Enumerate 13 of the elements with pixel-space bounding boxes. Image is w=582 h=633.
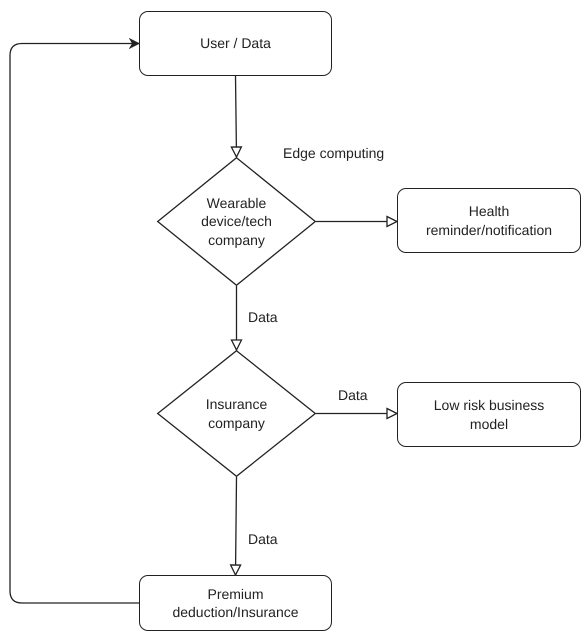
arrow: [316, 408, 398, 420]
node-text: Insurance company: [204, 395, 268, 432]
arrow: [9, 38, 140, 604]
process-box: Low risk business model: [397, 382, 581, 447]
arrow: [230, 477, 242, 576]
arrow: [230, 76, 242, 158]
process-box: Premium deduction/Insurance: [139, 575, 332, 631]
process-box: User / Data: [139, 11, 332, 76]
arrow: [316, 216, 398, 228]
arrow: [230, 286, 242, 351]
process-box: Health reminder/notification: [397, 188, 581, 253]
edge-label: Edge computing: [282, 145, 386, 162]
node-text: Wearable device/tech company: [200, 194, 273, 249]
